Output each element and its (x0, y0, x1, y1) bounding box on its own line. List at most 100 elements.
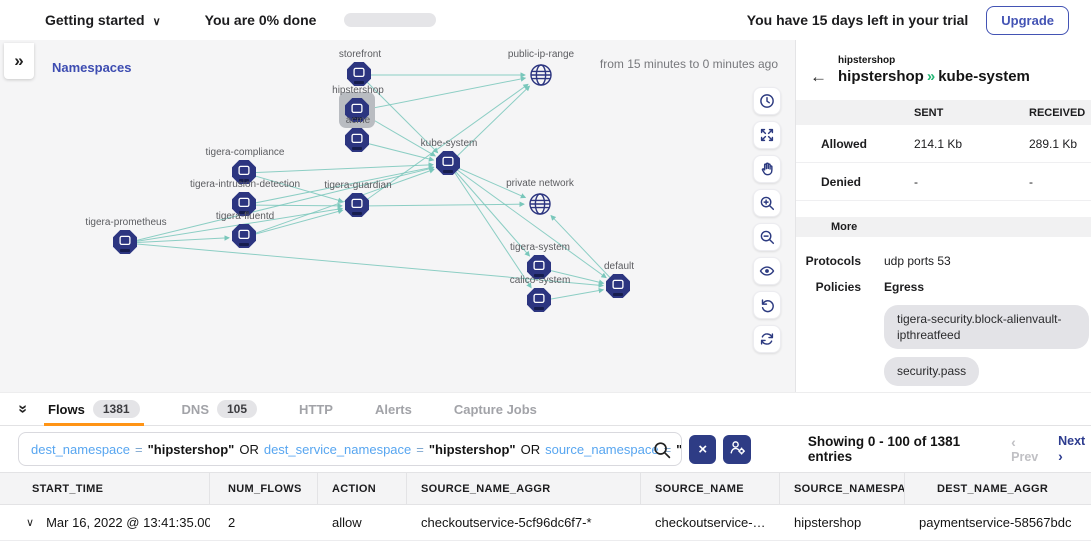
sent-column-header: SENT (914, 106, 944, 119)
query-field: dest_service_namespace (263, 441, 412, 457)
user-gear-icon (728, 438, 747, 461)
graph-node-acme[interactable] (345, 128, 369, 152)
refresh-icon (758, 330, 776, 348)
namespace-icon (527, 288, 551, 312)
tab-http[interactable]: HTTP (299, 401, 333, 417)
graph-edge (125, 166, 435, 244)
chevron-down-icon: ∨ (152, 15, 161, 28)
expand-button[interactable] (753, 121, 781, 149)
received-column-header: RECEIVED (1029, 106, 1086, 119)
tab-capture-jobs[interactable]: Capture Jobs (453, 401, 537, 417)
next-page-button[interactable]: Next › (1058, 434, 1086, 464)
column-header-start_time[interactable]: START_TIME (0, 473, 210, 504)
details-dest: kube-system (938, 68, 1030, 85)
service-graph-panel: » Namespaces from 15 minutes to 0 minute… (0, 40, 795, 392)
zoom-out-button[interactable] (753, 223, 781, 251)
graph-node-label: tigera-system (509, 242, 571, 253)
graph-node-label: tigera-prometheus (85, 217, 167, 228)
progress-bar (344, 13, 437, 27)
close-icon: × (698, 440, 708, 458)
namespace-icon (232, 224, 256, 248)
search-icon (652, 440, 672, 463)
graph-edge (448, 85, 531, 165)
graph-edge (357, 201, 525, 207)
protocols-label: Protocols (805, 254, 861, 268)
expand-icon (758, 126, 776, 144)
namespace-icon (606, 274, 630, 298)
graph-node-hipstershop[interactable] (339, 92, 375, 128)
graph-node-private-network[interactable] (527, 191, 553, 222)
namespace-icon (345, 193, 369, 217)
graph-node-tigera-fluentd[interactable] (232, 224, 256, 248)
graph-edge (244, 165, 435, 206)
clear-filter-button[interactable]: × (689, 434, 717, 464)
graph-node-tigera-compliance[interactable] (232, 160, 256, 184)
graph-edge (357, 83, 529, 207)
column-header-action[interactable]: ACTION (318, 473, 407, 504)
graph-node-label: acme (345, 115, 371, 126)
graph-node-label: hipstershop (332, 85, 384, 96)
policies-label: Policies (815, 280, 861, 294)
tab-alerts[interactable]: Alerts (374, 401, 412, 417)
policy-tag[interactable]: security.pass (884, 357, 980, 386)
graph-node-storefront[interactable] (347, 62, 371, 86)
query-op: = (416, 441, 424, 457)
zoom-in-icon (758, 194, 776, 212)
graph-node-label: storefront (338, 49, 382, 60)
pagination-summary: Showing 0 - 100 of 1381 entries (807, 434, 961, 464)
column-header-num_flows[interactable]: NUM_FLOWS (210, 473, 318, 504)
namespace-icon (347, 62, 371, 86)
graph-node-tigera-guardian[interactable] (345, 193, 369, 217)
policy-tag[interactable]: tigera-security.block-alienvault-ipthrea… (884, 305, 1089, 350)
zoom-in-button[interactable] (753, 189, 781, 217)
egress-label: Egress (884, 280, 925, 294)
details-source: hipstershop (838, 68, 924, 85)
getting-started-menu[interactable]: Getting started ∨ (45, 12, 161, 28)
collapse-bottom-panel-button[interactable]: » (0, 393, 44, 425)
undo-icon (758, 296, 776, 314)
expand-left-panel-button[interactable]: » (4, 43, 34, 79)
undo-button[interactable] (753, 291, 781, 319)
tab-count-badge: 1381 (92, 400, 140, 418)
graph-node-kube-system[interactable] (436, 151, 460, 175)
graph-node-tigera-intrusion-detection[interactable] (232, 192, 256, 216)
column-header-source_namespace[interactable]: SOURCE_NAMESPACE (780, 473, 905, 504)
upgrade-button[interactable]: Upgrade (986, 5, 1069, 35)
row-expand-chevron-icon[interactable]: ∨ (26, 517, 35, 529)
graph-node-calico-system[interactable] (527, 288, 551, 312)
user-filter-settings-button[interactable] (723, 434, 751, 464)
graph-edge (244, 162, 434, 174)
column-header-dest_name_aggr[interactable]: DEST_NAME_AGGR (937, 482, 1049, 495)
graph-edge (125, 242, 604, 288)
graph-node-label: public-ip-range (507, 49, 575, 60)
back-arrow-icon[interactable]: ← (810, 67, 827, 86)
eye-button[interactable] (753, 257, 781, 285)
namespace-icon (113, 230, 137, 254)
graph-toolbar (753, 87, 781, 353)
graph-node-tigera-system[interactable] (527, 255, 551, 279)
pan-button[interactable] (753, 155, 781, 183)
details-title: hipstershop»kube-system (838, 68, 1030, 85)
namespace-icon (232, 160, 256, 184)
column-header-source_name_aggr[interactable]: SOURCE_NAME_AGGR (407, 473, 641, 504)
edge-details-panel: hipstershop ← hipstershop»kube-system SE… (795, 40, 1091, 392)
getting-started-label: Getting started (45, 12, 145, 28)
graph-node-default[interactable] (606, 274, 630, 298)
graph-node-tigera-prometheus[interactable] (113, 230, 137, 254)
graph-node-label: tigera-intrusion-detection (189, 179, 301, 190)
query-value: "hipstershop" (428, 441, 516, 457)
prev-page-button[interactable]: ‹ Prev (1011, 434, 1039, 464)
clock-button[interactable] (753, 87, 781, 115)
graph-node-public-ip-range[interactable] (528, 62, 554, 93)
refresh-button[interactable] (753, 325, 781, 353)
double-chevron-down-icon: » (14, 404, 31, 414)
graph-node-label: default (603, 261, 635, 272)
column-header-source_name[interactable]: SOURCE_NAME (641, 473, 780, 504)
